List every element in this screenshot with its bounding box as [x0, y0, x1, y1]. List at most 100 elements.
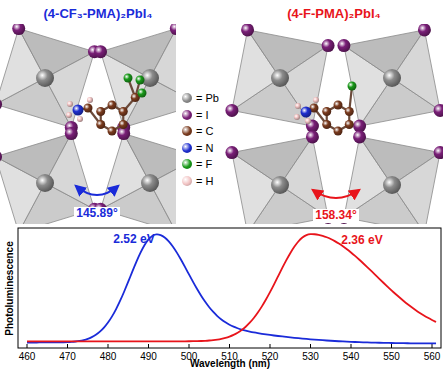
legend-entry: = Pb: [180, 92, 221, 104]
atom: [12, 24, 25, 35]
atom: [313, 97, 319, 103]
legend-entry: = F: [180, 158, 214, 170]
legend-label: = I: [196, 109, 209, 121]
octahedra-right: [225, 24, 443, 224]
angle-label: 145.89°: [74, 207, 120, 220]
legend-entry: = H: [180, 175, 215, 187]
tick-label: 560: [424, 351, 441, 362]
atom: [84, 104, 93, 113]
tick-label: 460: [19, 351, 36, 362]
atom: [117, 127, 130, 140]
atom: [334, 101, 343, 110]
atom: [271, 69, 289, 87]
atom: [119, 107, 128, 116]
legend-swatch: [182, 159, 192, 169]
atom: [170, 24, 176, 35]
atom: [306, 130, 319, 143]
atom: [87, 97, 93, 103]
legend-swatch: [182, 93, 192, 103]
compound-title: (4-F-PMA)₂PbI₄: [287, 7, 381, 21]
axis-title: Photoluminescence: [4, 241, 15, 335]
axis-title: Wavelength (nm): [190, 358, 270, 369]
atom: [305, 118, 311, 124]
atom: [348, 82, 357, 91]
atom: [96, 107, 105, 116]
angle-arc: [313, 190, 359, 198]
legend-label: = C: [196, 125, 213, 137]
atom: [77, 116, 83, 122]
atom: [108, 127, 117, 136]
atom: [241, 24, 254, 36]
angle-arc: [76, 186, 118, 195]
atom: [73, 105, 84, 116]
legend-label: = N: [196, 142, 213, 154]
tick-label: 490: [140, 351, 157, 362]
atom: [96, 120, 105, 129]
atom: [225, 104, 238, 117]
atom: [295, 103, 301, 109]
atom: [138, 89, 147, 98]
octahedron-face: [392, 30, 440, 111]
atom: [0, 150, 2, 163]
atom: [301, 107, 312, 118]
atom: [94, 45, 107, 58]
atom: [418, 24, 431, 36]
energy-label: 2.52 eV: [113, 233, 154, 246]
legend-label: = F: [196, 158, 212, 170]
legend-entry: = I: [180, 109, 211, 121]
octahedron-face: [45, 134, 94, 210]
axis-ticks: [27, 344, 432, 348]
legend-swatch: [182, 126, 192, 136]
pl-curves: [27, 234, 436, 343]
legend-label: = H: [196, 175, 213, 187]
angle-label: 158.34°: [313, 209, 359, 222]
atom: [136, 76, 145, 85]
tick-label: 550: [383, 351, 400, 362]
atom: [383, 69, 401, 87]
atom: [337, 39, 350, 52]
atom: [322, 39, 335, 52]
tick-label: 540: [343, 351, 360, 362]
plot-frame: [18, 228, 441, 348]
octahedron-face: [280, 137, 328, 218]
atom: [67, 101, 73, 107]
atom: [334, 127, 343, 136]
atom: [66, 112, 72, 118]
legend-entry: = C: [180, 125, 215, 137]
atom: [345, 120, 354, 129]
legend-swatch: [182, 176, 192, 186]
atom: [434, 104, 443, 117]
atom: [36, 174, 54, 192]
atom: [322, 120, 331, 129]
atom: [434, 146, 443, 159]
atom: [345, 107, 354, 116]
atom: [119, 120, 128, 129]
atom: [383, 176, 401, 194]
atom: [124, 74, 133, 83]
tick-label: 480: [100, 351, 117, 362]
atom: [225, 146, 238, 159]
tick-label: 470: [59, 351, 76, 362]
atom: [271, 176, 289, 194]
octahedron-face: [150, 29, 176, 105]
atom: [353, 130, 366, 143]
atom: [141, 174, 159, 192]
atom: [0, 98, 2, 111]
octahedron-face: [280, 46, 328, 127]
tick-label: 530: [302, 351, 319, 362]
legend-label: = Pb: [196, 92, 219, 104]
atom: [65, 127, 78, 140]
atom: [108, 101, 117, 110]
pl-curve: [27, 234, 436, 343]
legend-swatch: [182, 143, 192, 153]
energy-label: 2.36 eV: [341, 234, 382, 247]
pl-curve: [27, 234, 436, 341]
atom: [36, 69, 54, 87]
compound-title: (4-CF₃-PMA)₂PbI₄: [44, 7, 153, 21]
atom: [294, 114, 300, 120]
legend-swatch: [182, 110, 192, 120]
octahedron-face: [45, 52, 94, 128]
atom: [322, 107, 331, 116]
